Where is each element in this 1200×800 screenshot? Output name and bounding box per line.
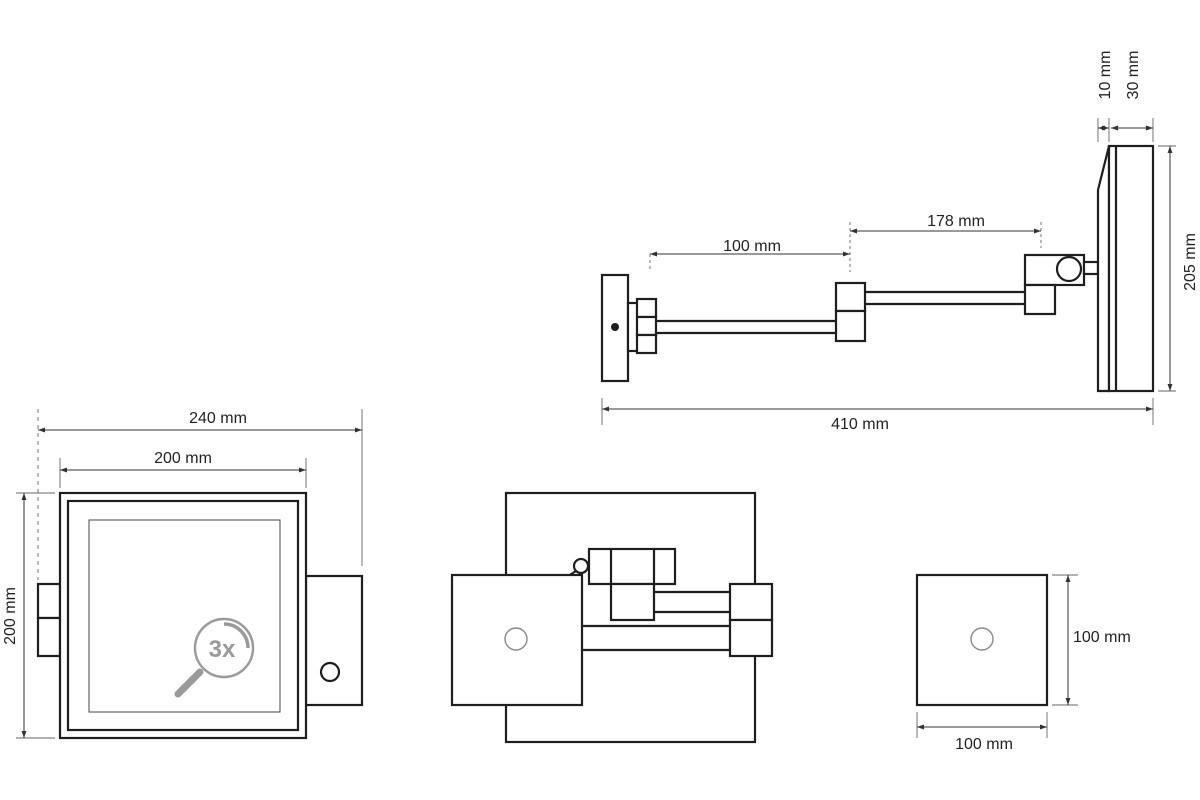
mirror-stub (1082, 260, 1100, 276)
side-view: 100 mm 178 mm 410 mm 205 mm 10 mm 30 mm (600, 51, 1199, 433)
dim-label-outer-width: 240 mm (189, 410, 247, 427)
mirror-frame (58, 491, 308, 740)
wall-plate (600, 273, 630, 383)
dim-label-mount-depth: 10 mm (1097, 51, 1114, 100)
top-view-elbow-upper (587, 547, 677, 586)
back-plate-center (970, 627, 994, 651)
top-view (450, 491, 774, 744)
top-view-joint-top (728, 582, 774, 622)
front-plate-knob (319, 661, 341, 683)
dim-label-plate-width: 100 mm (955, 736, 1013, 753)
dim-label-plate-height: 100 mm (1073, 629, 1131, 646)
front-hinge-bottom (36, 616, 62, 658)
dim-label-height: 205 mm (1182, 233, 1199, 291)
mirror-profile-bevel (1096, 145, 1111, 393)
dim-label-total-length: 410 mm (831, 416, 889, 433)
top-view-plate-center (504, 627, 528, 651)
wall-bracket-bot (635, 333, 658, 355)
dim-label-wall-arm: 100 mm (723, 238, 781, 255)
dim-label-mirror-width: 200 mm (154, 450, 212, 467)
front-hinge-top (36, 582, 62, 620)
mirror-inner-frame (66, 499, 300, 732)
wall-bracket-top (635, 297, 658, 319)
screw-dot (611, 323, 619, 331)
dim-label-mirror-height: 200 mm (2, 587, 19, 645)
wall-bracket-mid (635, 315, 658, 337)
middle-joint-bottom (834, 309, 867, 343)
elbow-pivot (1055, 255, 1083, 283)
middle-joint-top (834, 281, 867, 313)
mirror-glass (88, 519, 281, 713)
back-plate-view: 100 mm 100 mm (915, 573, 1131, 753)
dim-label-mirror-depth: 30 mm (1125, 51, 1142, 100)
top-view-elbow-lower (609, 582, 656, 622)
magnifier-icon: 3x (174, 617, 255, 698)
dim-label-elbow-arm: 178 mm (927, 213, 985, 230)
front-view: 3x 240 mm 200 mm 200 mm (2, 409, 364, 740)
top-view-pivot (572, 557, 590, 575)
front-wall-plate (304, 574, 364, 707)
top-view-joint-bottom (728, 618, 774, 658)
elbow-joint-bottom (1023, 283, 1057, 316)
magnification-badge-label: 3x (209, 636, 236, 663)
